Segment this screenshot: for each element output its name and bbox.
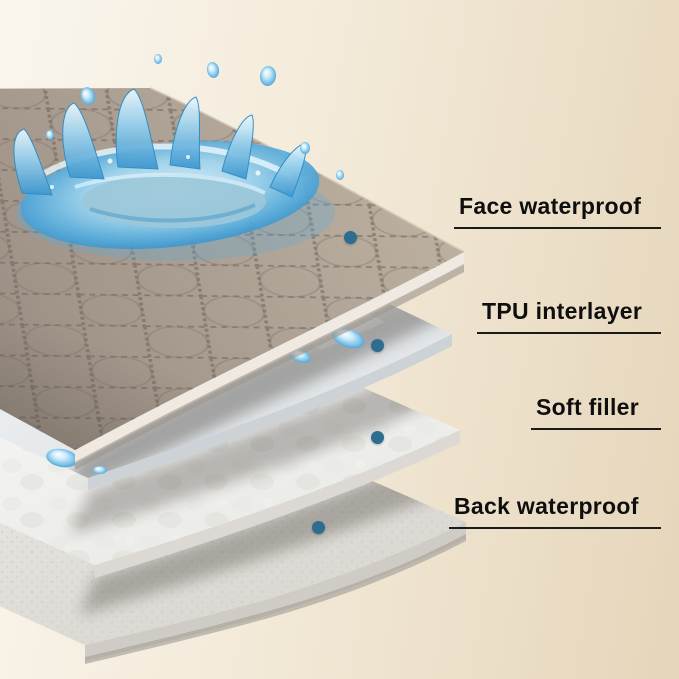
splash-spikes	[13, 88, 307, 198]
splash-foam	[50, 155, 261, 189]
callout-dot-tpu-interlayer	[371, 339, 384, 352]
callout-line-back-waterproof	[449, 527, 661, 529]
callout-dot-soft-filler	[371, 431, 384, 444]
callout-dot-face-waterproof	[344, 231, 357, 244]
water-splash	[13, 54, 344, 261]
callout-label-face-waterproof: Face waterproof	[459, 193, 642, 219]
callout-line-tpu-interlayer	[477, 332, 661, 334]
callout-label-back-waterproof: Back waterproof	[454, 493, 639, 519]
callout-line-soft-filler	[531, 428, 661, 430]
splash-droplets	[46, 54, 344, 180]
callout-dot-back-waterproof	[312, 521, 325, 534]
callout-label-soft-filler: Soft filler	[536, 394, 639, 420]
callout-line-face-waterproof	[454, 227, 661, 229]
callout-label-tpu-interlayer: TPU interlayer	[482, 298, 643, 324]
